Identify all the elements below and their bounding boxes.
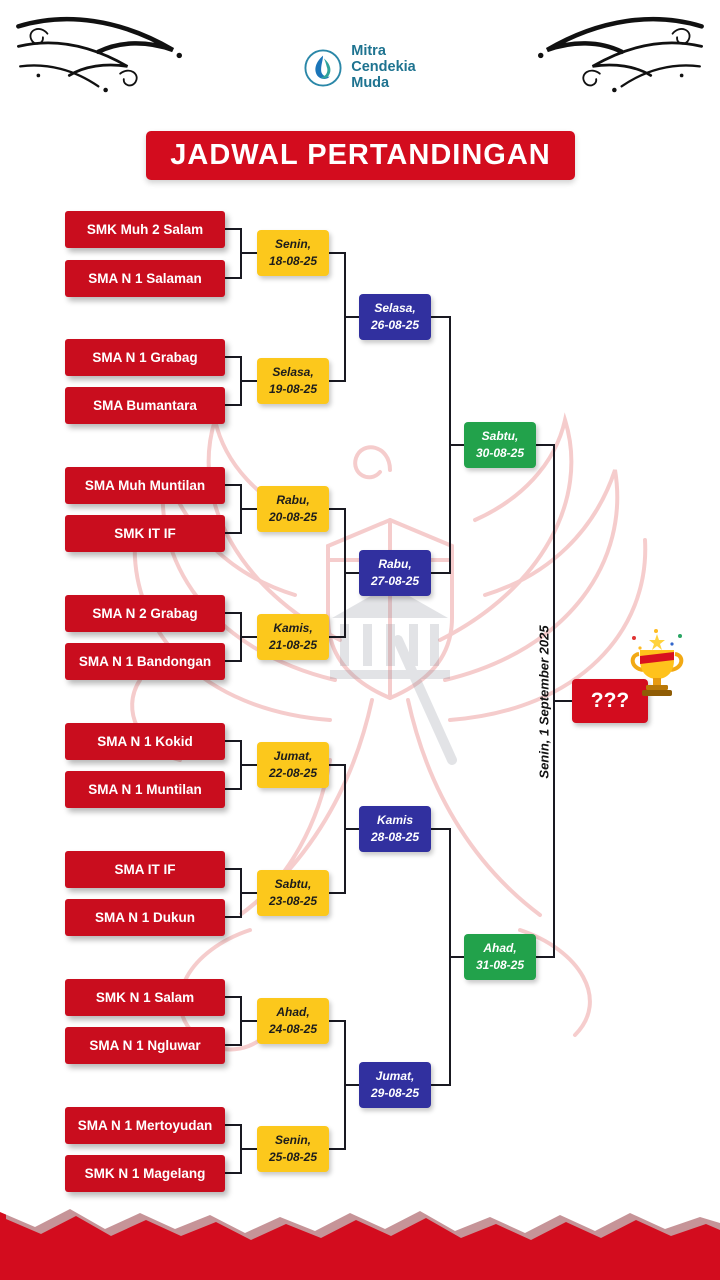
match-day: Senin, [274,237,311,252]
match-date-box: Selasa, 19-08-25 [257,358,329,404]
match-date-box: Senin, 18-08-25 [257,230,329,276]
flourish-left-icon [16,16,182,93]
match-date: 22-08-25 [268,766,318,780]
flourish-right-icon [538,16,704,93]
match-day: Sabtu, [274,877,312,892]
match-day: Ahad, [276,1005,310,1020]
match-date: 18-08-25 [268,254,318,268]
match-day: Rabu, [378,557,412,572]
match-date: 28-08-25 [370,830,420,844]
match-date: 21-08-25 [268,638,318,652]
match-day: Ahad, [483,941,517,956]
quarterfinal-date-box: Kamis 28-08-25 [359,806,431,852]
match-date-box: Rabu, 20-08-25 [257,486,329,532]
team-box: SMA N 2 Grabag [65,595,225,632]
logo-mark-icon [304,49,342,87]
quarterfinal-date-box: Rabu, 27-08-25 [359,550,431,596]
logo: Mitra Cendekia Muda [0,43,720,92]
team-box: SMA N 1 Grabag [65,339,225,376]
match-day: Kamis, [273,621,313,636]
team-box: SMK IT IF [65,515,225,552]
team-box: SMK Muh 2 Salam [65,211,225,248]
match-date: 20-08-25 [268,510,318,524]
match-day: Selasa, [272,365,314,380]
team-box: SMA N 1 Salaman [65,260,225,297]
match-date: 29-08-25 [370,1086,420,1100]
confetti-icon [632,629,682,650]
logo-line-3: Muda [351,74,390,91]
match-date: 23-08-25 [268,894,318,908]
match-date-box: Senin, 25-08-25 [257,1126,329,1172]
team-box: SMA Muh Muntilan [65,467,225,504]
semifinal-date-box: Sabtu, 30-08-25 [464,422,536,468]
torn-paper-edge [0,1185,720,1240]
match-date: 27-08-25 [370,574,420,588]
team-box: SMA Bumantara [65,387,225,424]
match-date: 25-08-25 [268,1150,318,1164]
monument-watermark [330,585,457,765]
match-date: 31-08-25 [475,958,525,972]
team-box: SMA N 1 Kokid [65,723,225,760]
team-box: SMA N 1 Bandongan [65,643,225,680]
logo-text: Mitra Cendekia Muda [351,43,416,92]
match-day: Selasa, [374,301,416,316]
trophy-icon [630,629,684,696]
page-title: JADWAL PERTANDINGAN [170,139,551,171]
team-box: SMA N 1 Mertoyudan [65,1107,225,1144]
match-day: Kamis [376,813,414,828]
team-box: SMA N 1 Ngluwar [65,1027,225,1064]
match-date-box: Kamis, 21-08-25 [257,614,329,660]
team-box: SMK N 1 Magelang [65,1155,225,1192]
match-date-box: Jumat, 22-08-25 [257,742,329,788]
match-date: 24-08-25 [268,1022,318,1036]
team-box: SMA N 1 Muntilan [65,771,225,808]
quarterfinal-date-box: Jumat, 29-08-25 [359,1062,431,1108]
team-box: SMA N 1 Dukun [65,899,225,936]
logo-line-1: Mitra [351,43,386,59]
match-day: Senin, [274,1133,311,1148]
match-date: 26-08-25 [370,318,420,332]
match-date: 30-08-25 [475,446,525,460]
match-date-box: Sabtu, 23-08-25 [257,870,329,916]
match-date-box: Ahad, 24-08-25 [257,998,329,1044]
match-date: 19-08-25 [268,382,318,396]
match-day: Jumat, [375,1069,415,1084]
match-day: Sabtu, [481,429,519,444]
match-day: Jumat, [273,749,313,764]
title-banner: JADWAL PERTANDINGAN [146,131,575,180]
semifinal-date-box: Ahad, 31-08-25 [464,934,536,980]
quarterfinal-date-box: Selasa, 26-08-25 [359,294,431,340]
team-box: SMA IT IF [65,851,225,888]
champion-placeholder: ??? [590,689,630,712]
logo-line-2: Cendekia [351,58,416,75]
team-box: SMK N 1 Salam [65,979,225,1016]
champion-box: ??? [572,679,648,723]
match-day: Rabu, [276,493,310,508]
